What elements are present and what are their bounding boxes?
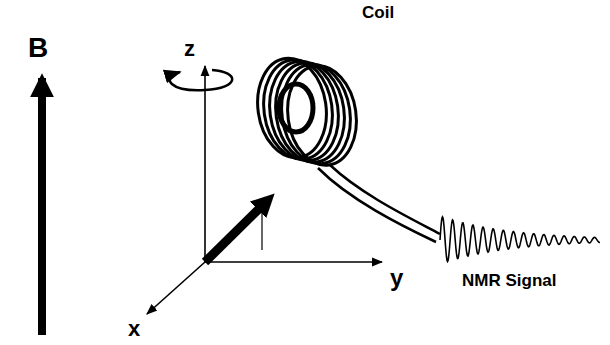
coil-label: Coil [362, 4, 394, 21]
axis-label: y [390, 266, 403, 290]
y-axis [205, 261, 382, 263]
coil-lead [318, 168, 436, 242]
coil-windings [251, 54, 362, 170]
axis-label: z [184, 38, 195, 60]
axis-label: x [128, 318, 140, 340]
coil-turn [281, 61, 362, 169]
coil-lead [330, 165, 440, 234]
z-axis [204, 66, 206, 262]
x-axis [147, 262, 205, 314]
signal-label: NMR Signal [462, 272, 556, 289]
field-label: B [28, 34, 48, 62]
rotation-arrow [170, 70, 232, 90]
field-arrow [38, 78, 46, 335]
projection-line [261, 205, 262, 250]
magnetization-vector [205, 200, 268, 262]
nmr-signal-trace [440, 217, 600, 262]
coil-bore [279, 84, 313, 132]
